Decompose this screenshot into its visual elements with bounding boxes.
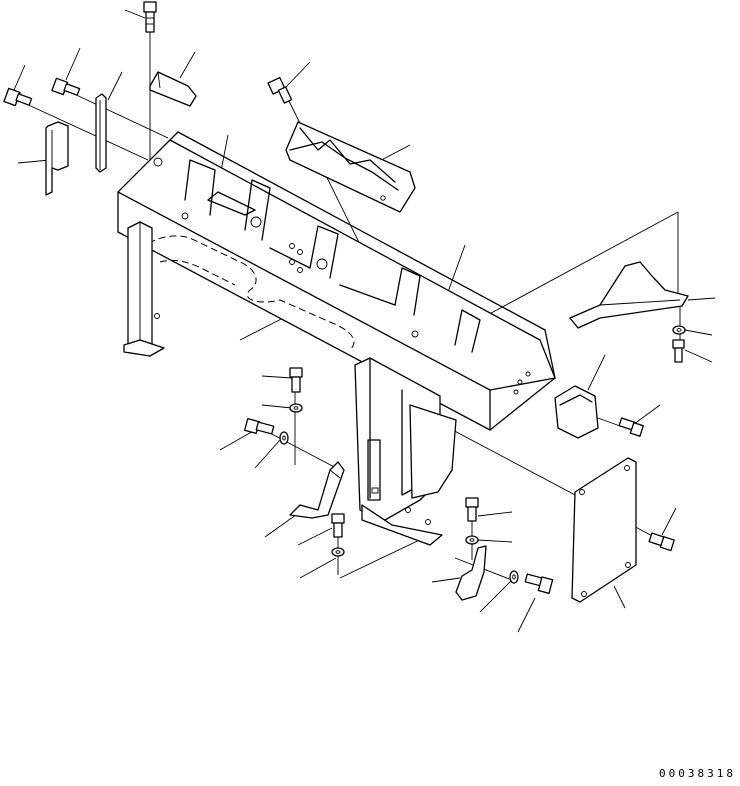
left-strap-2 [95, 93, 107, 173]
right-washer [672, 325, 686, 335]
left-bolt-2 [51, 77, 81, 96]
bolt-upper-left-a [289, 367, 303, 393]
bolt-right-horizontal [524, 573, 554, 594]
left-foot-bracket [289, 461, 345, 519]
bolt-upper-left-b [244, 418, 275, 435]
main-frame [117, 131, 556, 431]
drawing-number: 00038318 [659, 767, 736, 780]
bolt-lower-center [331, 513, 345, 538]
washer-right-small [509, 570, 519, 584]
cover-plate-bolt [648, 532, 675, 552]
center-leg [354, 357, 457, 546]
left-bolt-1 [3, 87, 33, 107]
washer-upper-left-b [279, 431, 289, 445]
side-clamp-bolt [618, 417, 644, 437]
top-bolt [143, 1, 157, 33]
right-bolt [672, 339, 685, 363]
left-leg [123, 221, 165, 357]
top-cover-bolt [267, 76, 293, 104]
left-strap [45, 121, 69, 196]
washer-lower-right [465, 535, 479, 545]
right-bracket [569, 261, 689, 329]
washer-upper-left-a [289, 403, 303, 413]
bolt-lower-right [465, 497, 479, 522]
cover-plate [571, 457, 637, 603]
right-foot-bracket [455, 545, 487, 601]
washer-lower-center [331, 547, 345, 557]
top-clip [149, 71, 197, 107]
top-cover [285, 121, 416, 213]
side-clamp [554, 385, 599, 439]
